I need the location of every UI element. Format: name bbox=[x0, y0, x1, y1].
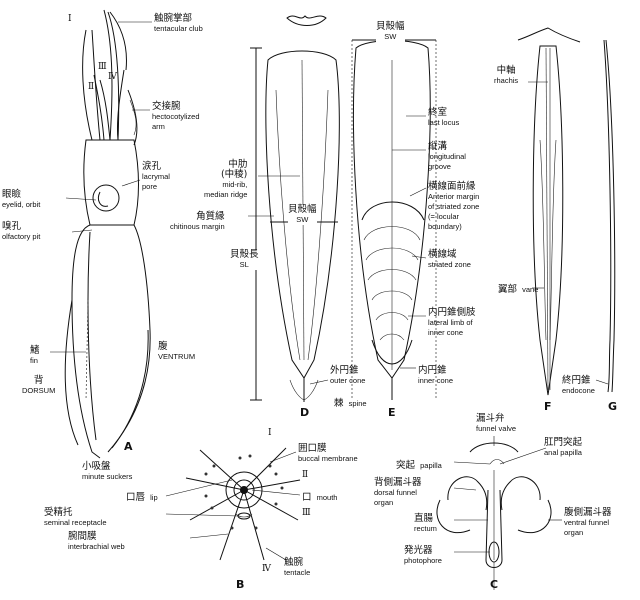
label-eyelid: 眼瞼 eyelid, orbit bbox=[2, 189, 41, 210]
label-mouth: 口 mouth bbox=[302, 492, 338, 503]
gladius-g-drawing bbox=[603, 39, 616, 393]
label-dorsum: 背 DORSUM bbox=[22, 375, 56, 396]
arm-numeral-3: Ⅲ bbox=[98, 62, 107, 72]
label-vane: 翼部 vane bbox=[498, 284, 539, 295]
panel-label-b: B bbox=[236, 578, 245, 591]
label-mid-rib: 中肋 (中稜) mid-rib, median ridge bbox=[204, 159, 248, 200]
label-photophore: 発光器 photophore bbox=[404, 545, 442, 566]
label-buccal-membrane: 囲口膜 buccal membrane bbox=[298, 443, 358, 464]
arm-numeral-2: Ⅱ bbox=[88, 82, 95, 92]
label-longitudinal-groove: 縦溝 longitudinal groove bbox=[428, 141, 466, 172]
label-rhachis: 中軸 rhachis bbox=[494, 65, 519, 86]
label-anal-papilla: 肛門突起 anal papilla bbox=[544, 437, 583, 458]
label-shell-length: 貝殻長 SL bbox=[230, 249, 259, 270]
gladius-ventral-drawing bbox=[351, 39, 437, 400]
label-tentacle: 触腕 tentacle bbox=[284, 557, 311, 578]
label-inner-cone: 内円錐 inner cone bbox=[418, 365, 454, 386]
label-olfactory-pit: 嗅孔 olfactory pit bbox=[2, 221, 41, 242]
panel-label-e: E bbox=[388, 406, 396, 419]
label-ventrum: 腹 VENTRUM bbox=[158, 341, 196, 362]
label-minute-suckers: 小吸盤 minute suckers bbox=[82, 461, 133, 482]
leader-lines bbox=[50, 21, 609, 561]
label-interbrachial-web: 腕間膜 interbrachial web bbox=[68, 531, 125, 552]
crown-numeral-1: Ⅰ bbox=[268, 428, 272, 438]
panel-label-g: G bbox=[608, 400, 618, 413]
label-spine: 棘 spine bbox=[334, 398, 367, 409]
label-outer-cone: 外円錐 outer cone bbox=[330, 365, 366, 386]
label-chitinous-margin: 角質縁 chitinous margin bbox=[170, 211, 225, 232]
arm-numeral-1: Ⅰ bbox=[68, 14, 72, 24]
panel-label-a: A bbox=[124, 440, 133, 453]
label-rectum: 直腸 rectum bbox=[414, 513, 437, 534]
label-seminal-receptacle: 受精托 seminal receptacle bbox=[44, 507, 107, 528]
crown-numeral-2: Ⅱ bbox=[302, 470, 309, 480]
label-funnel-valve: 漏斗弁 funnel valve bbox=[476, 413, 517, 434]
crown-numeral-4: Ⅳ bbox=[262, 564, 271, 574]
label-d-shell-width: 貝殻幅 SW bbox=[288, 204, 317, 225]
squid-body-drawing bbox=[64, 9, 151, 459]
label-striated-zone: 横線域 striated zone bbox=[428, 249, 471, 270]
label-lacrymal-pore: 涙孔 lacrymal pore bbox=[142, 161, 170, 192]
gladius-f-drawing bbox=[517, 27, 581, 396]
label-lateral-limb: 内円錐側肢 lateral limb of inner cone bbox=[428, 307, 476, 338]
label-last-locus: 終室 last locus bbox=[428, 107, 460, 128]
label-e-shell-width: 貝殻幅 SW bbox=[376, 21, 405, 42]
label-ventral-funnel-organ: 腹側漏斗器 ventral funnel organ bbox=[564, 507, 612, 538]
crown-numeral-3: Ⅲ bbox=[302, 508, 311, 518]
label-hectocotylized-arm: 交接腕 hectocotylized arm bbox=[152, 101, 200, 132]
label-tentacular-club: 触腕掌部 tentacular club bbox=[154, 13, 203, 34]
label-fin: 鰭 fin bbox=[30, 345, 40, 366]
panel-label-c: C bbox=[490, 578, 499, 591]
label-dorsal-funnel-organ: 背側漏斗器 dorsal funnel organ bbox=[374, 477, 422, 508]
label-lip: 口唇 lip bbox=[126, 492, 158, 503]
buccal-crown-drawing bbox=[185, 447, 301, 561]
funnel-organ-drawing bbox=[436, 442, 552, 590]
label-anterior-margin: 横線面前縁 Anterior margin of striated zone (… bbox=[428, 181, 480, 232]
arm-numeral-4: Ⅳ bbox=[108, 72, 117, 82]
gladius-dorsal-drawing bbox=[250, 15, 340, 402]
panel-label-f: F bbox=[544, 400, 552, 413]
panel-label-d: D bbox=[300, 406, 310, 419]
label-papilla: 突起 papilla bbox=[396, 460, 442, 471]
label-endocone: 終円錐 endocone bbox=[562, 375, 595, 396]
